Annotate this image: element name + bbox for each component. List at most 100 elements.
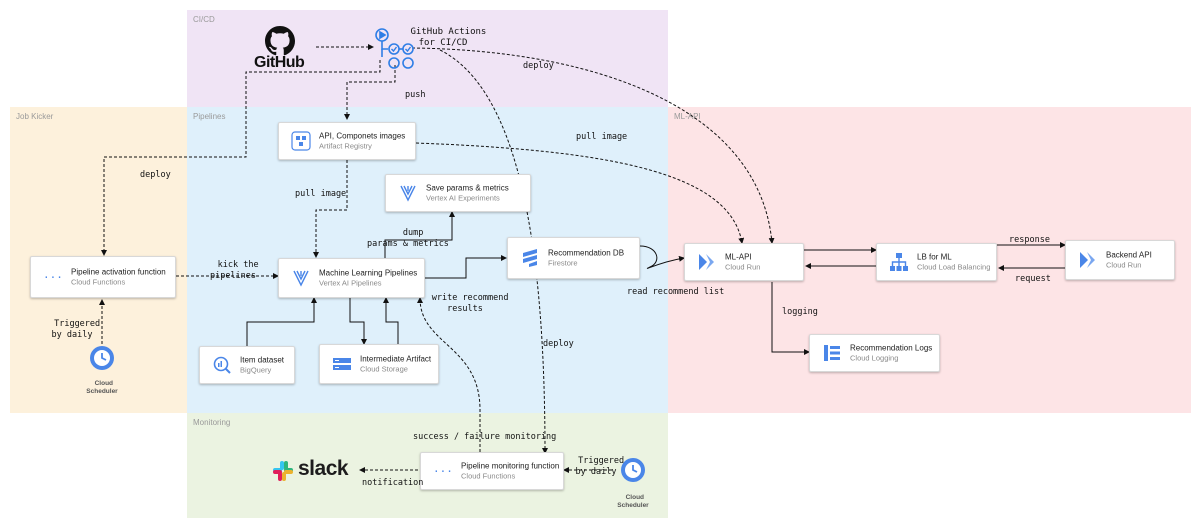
label-logging: logging [782, 307, 818, 317]
edge-registry-pull-pipelines [313, 160, 348, 258]
slack-icon [273, 461, 293, 481]
node-ml-api[interactable]: ML-API Cloud Run [684, 243, 804, 281]
backend-sub: Cloud Run [1106, 260, 1142, 270]
edge-db-read-mlapi [639, 245, 685, 269]
cloud-logging-icon [824, 345, 840, 361]
clock-icon [621, 458, 645, 482]
cloud-scheduler-right-label: Cloud Scheduler [617, 494, 649, 509]
node-recommendation-db[interactable]: Recommendation DB Firestore [507, 237, 640, 279]
ml-api-sub: Cloud Run [725, 262, 761, 272]
recommendation-db-sub: Firestore [548, 258, 578, 268]
region-cicd: CI/CD [187, 10, 668, 107]
experiments-sub: Vertex AI Experiments [426, 193, 500, 203]
backend-title: Backend API [1106, 250, 1152, 260]
item-dataset-sub: BigQuery [240, 365, 272, 375]
label-notification: notification [362, 478, 424, 488]
edge-actions-deploy-activation [101, 60, 381, 256]
lb-sub: Cloud Load Balancing [917, 262, 991, 272]
github-logo: GitHub [252, 26, 308, 72]
svg-text:(···): (···) [433, 465, 453, 478]
artifact-registry-icon [291, 131, 311, 151]
edge-actions-deploy-mlapi [411, 47, 775, 244]
label-write: write recommend results [431, 293, 509, 314]
github-octocat-icon [265, 26, 295, 56]
ml-pipelines-title: Machine Learning Pipelines [319, 268, 418, 278]
node-experiments[interactable]: Save params & metrics Vertex AI Experime… [385, 174, 531, 212]
cloud-scheduler-left [86, 344, 118, 390]
region-pipelines-label: Pipelines [193, 112, 226, 121]
cloud-functions-icon: (···) [43, 271, 63, 284]
slack-logo: slack [272, 457, 358, 484]
recommendation-db-title: Recommendation DB [548, 248, 625, 258]
monitoring-fn-title: Pipeline monitoring function [461, 461, 560, 471]
github-actions-icon [375, 28, 414, 69]
node-artifact-registry[interactable]: API, Componets images Artifact Registry [278, 122, 416, 160]
region-cicd-label: CI/CD [193, 15, 215, 24]
experiments-title: Save params & metrics [426, 183, 509, 193]
region-ml-api-label: ML-API [674, 112, 701, 121]
intermediate-artifact-title: Intermediate Artifact [360, 354, 432, 364]
github-actions-label: GitHub Actions for CI/CD [410, 27, 487, 48]
node-intermediate-artifact[interactable]: Intermediate Artifact Cloud Storage [319, 344, 439, 384]
ml-api-title: ML-API [725, 252, 752, 262]
label-deploy-left: deploy [140, 170, 171, 180]
cloud-functions-icon: (···) [433, 465, 453, 478]
monitoring-fn-sub: Cloud Functions [461, 471, 516, 481]
slack-wordmark: slack [298, 457, 349, 480]
label-pull-image-left: pull image [295, 189, 347, 199]
cloud-run-icon [1080, 252, 1095, 268]
cloud-run-icon [699, 254, 714, 270]
edge-bigquery-to-pipelines [246, 297, 317, 346]
edge-mlapi-logging [771, 282, 810, 355]
region-monitoring-label: Monitoring [193, 418, 231, 427]
label-kick: kick the pipelines [209, 260, 259, 281]
label-dump: dump params & metrics [367, 228, 449, 249]
vertex-ai-pipelines-icon [293, 270, 309, 287]
node-ml-pipelines[interactable]: Machine Learning Pipelines Vertex AI Pip… [278, 258, 425, 298]
ml-pipelines-sub: Vertex AI Pipelines [319, 278, 382, 288]
edge-pipelines-to-storage [349, 298, 367, 345]
firestore-icon [523, 249, 537, 267]
artifact-registry-title: API, Componets images [319, 131, 406, 141]
label-deploy-mid: deploy [543, 339, 574, 349]
lb-title: LB for ML [917, 252, 952, 262]
edge-monitoring-pipelines [417, 297, 481, 452]
label-read: read recommend list [627, 287, 725, 297]
github-wordmark: GitHub [254, 54, 305, 71]
pipeline-activation-sub: Cloud Functions [71, 277, 126, 287]
github-actions [372, 27, 416, 71]
node-logs[interactable]: Recommendation Logs Cloud Logging [809, 334, 940, 372]
load-balancing-icon [890, 253, 908, 271]
logs-title: Recommendation Logs [850, 343, 933, 353]
artifact-registry-sub: Artifact Registry [319, 141, 372, 151]
edge-storage-to-pipelines [383, 297, 399, 344]
cloud-storage-icon [333, 358, 351, 370]
vertex-ai-experiments-icon [400, 185, 416, 202]
cloud-scheduler-left-label: Cloud Scheduler [86, 380, 118, 395]
clock-icon [90, 346, 114, 370]
bigquery-icon [213, 356, 231, 374]
label-push: push [405, 90, 426, 100]
svg-text:(···): (···) [43, 271, 63, 284]
edge-registry-pull-mlapi [415, 142, 745, 244]
item-dataset-title: Item dataset [240, 355, 285, 365]
pipeline-activation-title: Pipeline activation function [71, 267, 166, 277]
edge-actions-push-registry [344, 65, 396, 120]
node-lb[interactable]: LB for ML Cloud Load Balancing [876, 243, 997, 281]
node-item-dataset[interactable]: Item dataset BigQuery [199, 346, 295, 384]
label-monitoring: success / failure monitoring [413, 432, 557, 442]
label-request: request [1015, 274, 1051, 284]
cloud-scheduler-right [617, 456, 649, 484]
label-deploy-top: deploy [523, 61, 554, 71]
node-monitoring-fn[interactable]: (···) Pipeline monitoring function Cloud… [420, 452, 564, 490]
label-triggered-right: Triggered by daily [575, 456, 625, 477]
edge-pipelines-dump-experiments [384, 211, 455, 262]
node-pipeline-activation[interactable]: (···) Pipeline activation function Cloud… [30, 256, 176, 298]
label-pull-image-right: pull image [576, 132, 628, 142]
region-job-kicker-label: Job Kicker [16, 112, 54, 121]
edge-pipelines-write-db [425, 255, 507, 279]
logs-sub: Cloud Logging [850, 353, 899, 363]
node-backend[interactable]: Backend API Cloud Run [1065, 240, 1175, 280]
label-triggered-left: Triggered by daily [51, 319, 101, 340]
